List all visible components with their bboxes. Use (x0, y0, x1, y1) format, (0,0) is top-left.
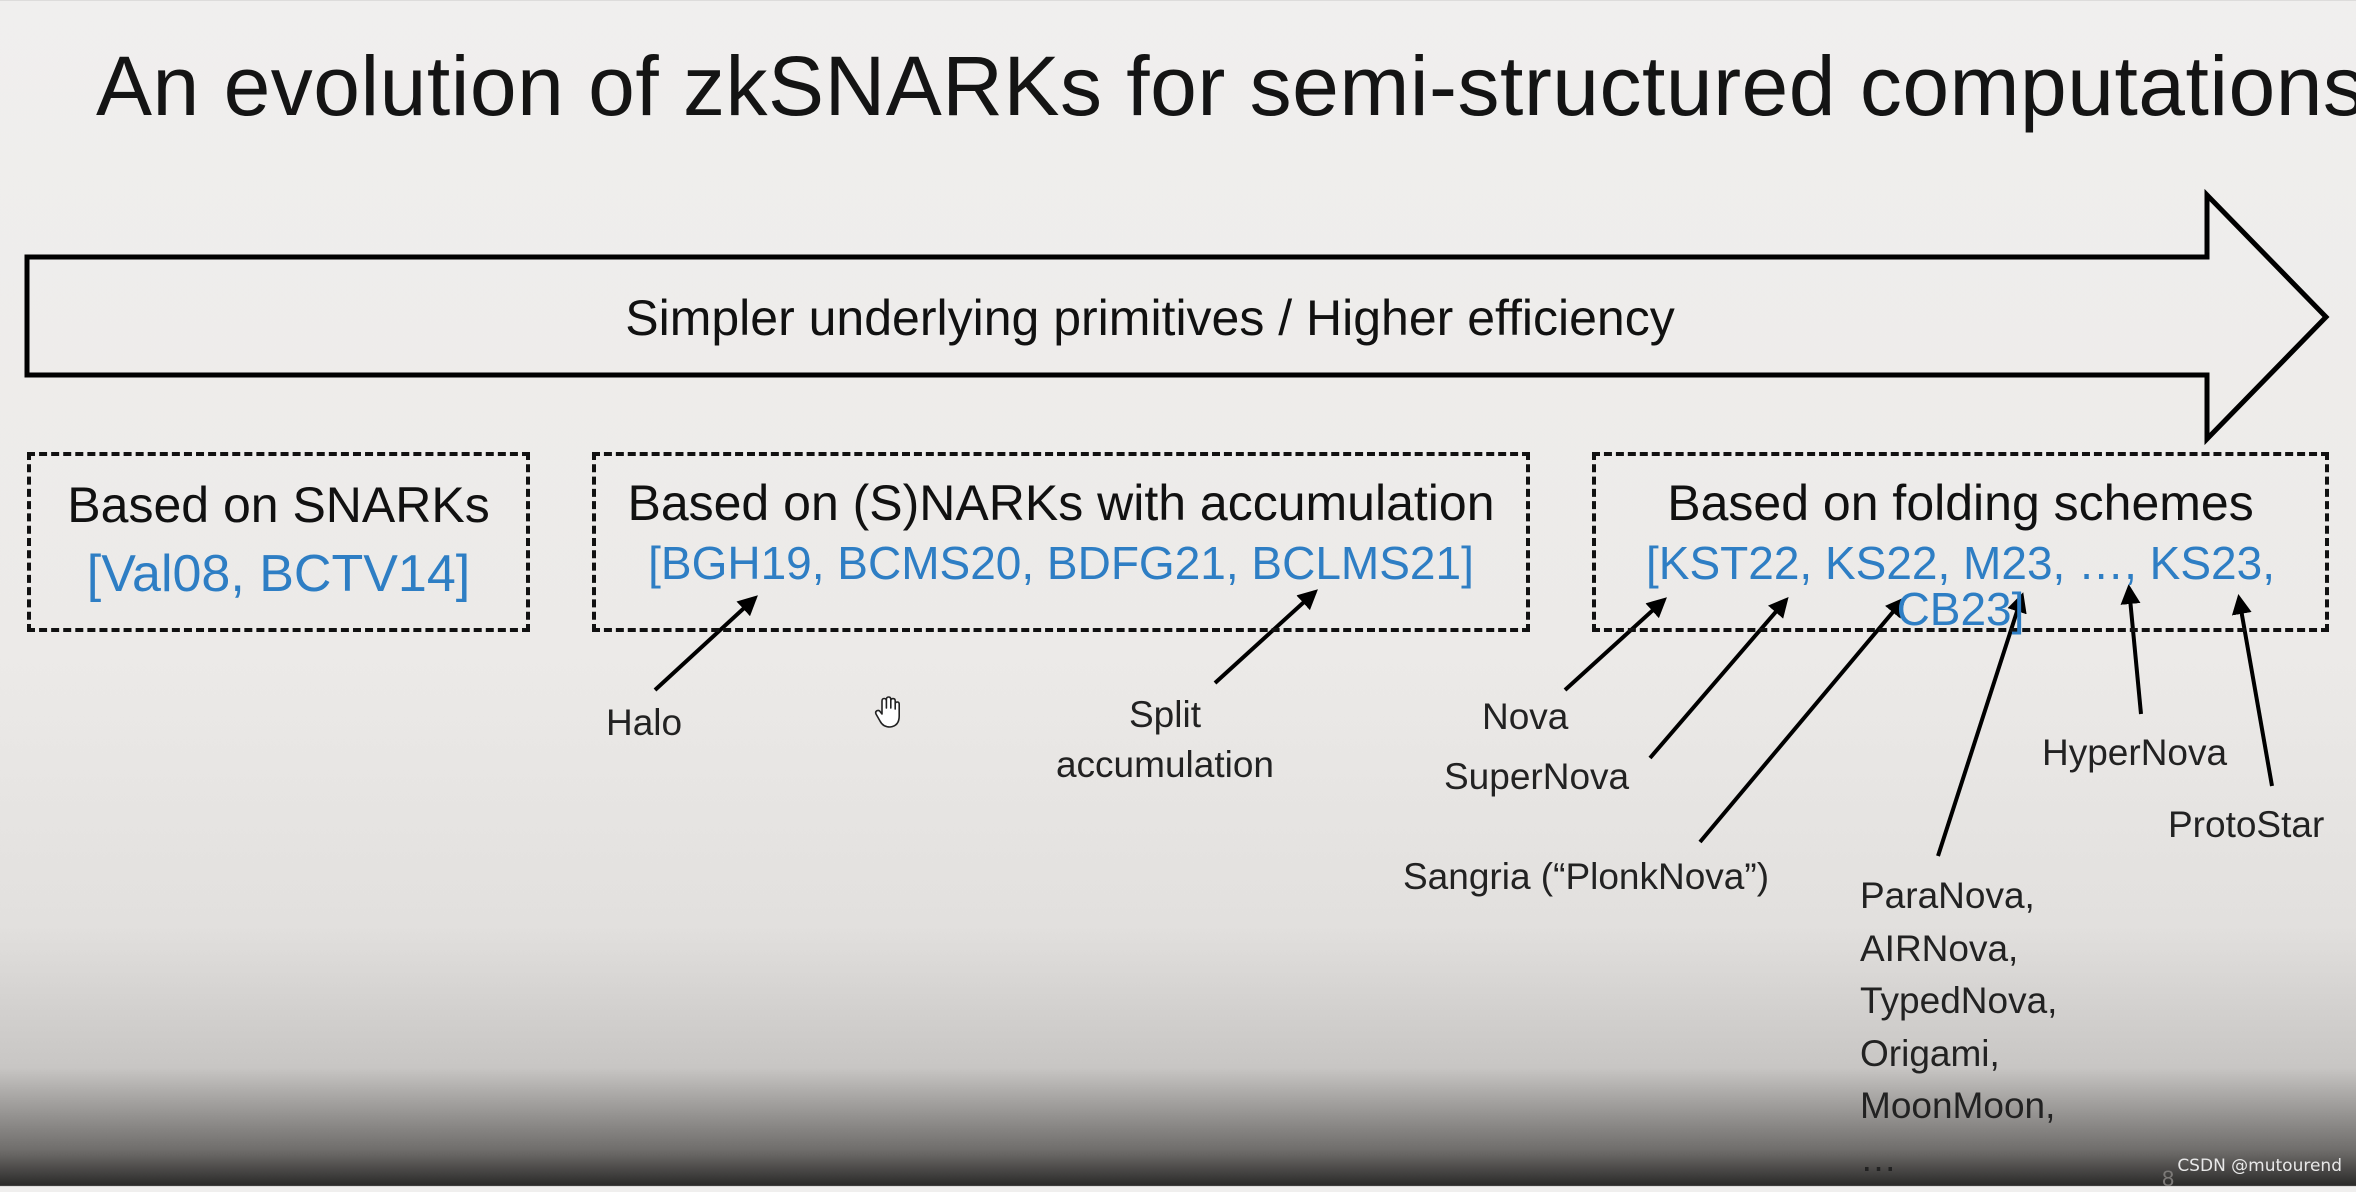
label-nova: Nova (1482, 696, 1569, 737)
box-citations: [BGH19, BCMS20, BDFG21, BCLMS21] (648, 537, 1474, 589)
list-item: AIRNova, (1860, 927, 2019, 969)
box-based-on-folding-schemes: Based on folding schemes [KST22, KS22, M… (1592, 452, 2329, 632)
box-based-on-snarks: Based on SNARKs [Val08, BCTV14] (27, 452, 530, 632)
slide-number: 8 (2162, 1166, 2175, 1191)
arrow-supernova (1648, 596, 1789, 760)
box-title: Based on folding schemes (1667, 475, 2254, 531)
list-item: MoonMoon, (1860, 1085, 2056, 1127)
box-citations: [KST22, KS22, M23, …, KS23, CB23] (1646, 537, 2275, 635)
box-title: Based on (S)NARKs with accumulation (627, 475, 1495, 531)
arrow-label: Simpler underlying primitives / Higher e… (625, 290, 1675, 346)
arrow-halo (653, 595, 758, 692)
label-hypernova: HyperNova (2042, 732, 2228, 773)
label-split-accumulation: Split accumulation (1045, 690, 1285, 790)
label-line: accumulation (1055, 743, 1274, 785)
list-item: ParaNova, (1860, 875, 2035, 916)
arrow-nova (1563, 597, 1667, 692)
watermark: CSDN @mutourend (2177, 1156, 2342, 1176)
box-based-on-accumulation: Based on (S)NARKs with accumulation [BGH… (592, 452, 1530, 632)
arrow-sangria (1698, 596, 1906, 844)
arrow-split-accumulation (1213, 589, 1318, 685)
label-protostar: ProtoStar (2168, 804, 2325, 845)
arrow-hypernova (2120, 584, 2143, 715)
label-line: Split (1129, 694, 1201, 735)
label-nova-variants-list: ParaNova, AIRNova, TypedNova, Origami, M… (1860, 870, 2057, 1185)
box-title: Based on SNARKs (67, 477, 490, 533)
arrow-paranova (1936, 592, 2027, 857)
list-item: TypedNova, (1860, 980, 2058, 1022)
page-title: An evolution of zkSNARKs for semi-struct… (96, 39, 2356, 133)
list-item: Origami, (1860, 1032, 2000, 1074)
hand-cursor-icon (874, 696, 900, 728)
label-supernova: SuperNova (1444, 756, 1630, 797)
label-sangria: Sangria (“PlonkNova”) (1403, 856, 1770, 897)
progress-block-arrow (24, 188, 2330, 446)
box-citations: [Val08, BCTV14] (86, 545, 471, 603)
label-halo: Halo (606, 702, 683, 743)
list-item: … (1860, 1137, 1897, 1179)
